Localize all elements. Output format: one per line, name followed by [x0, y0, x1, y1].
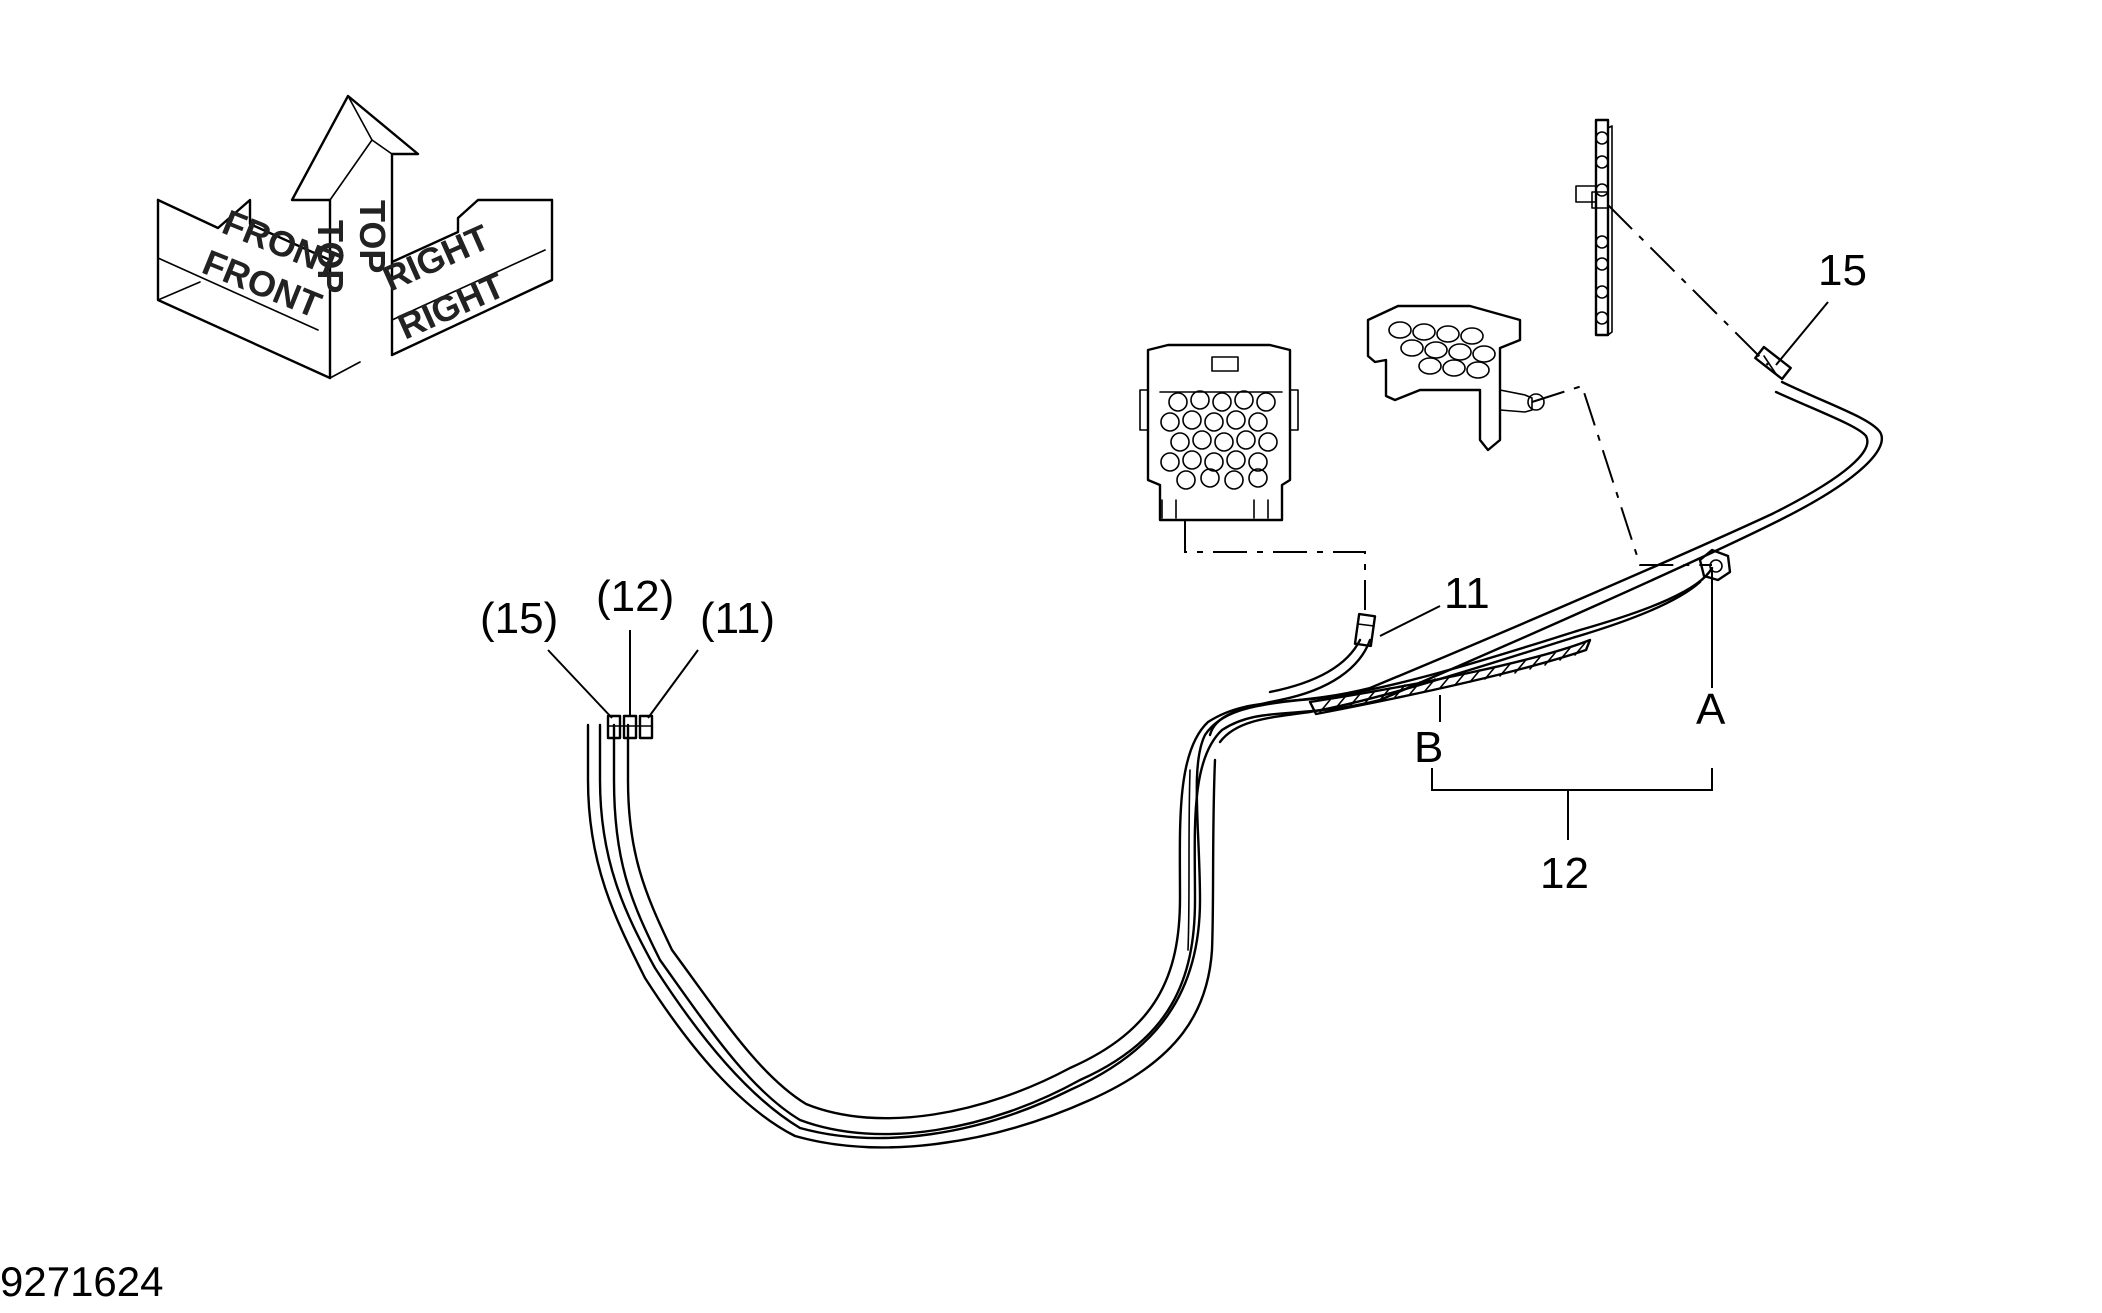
callout-15: 15	[1818, 246, 1867, 295]
control-valve-block	[1139, 343, 1299, 522]
point-a-label: A	[1696, 685, 1726, 734]
pilot-manifold	[1366, 304, 1545, 452]
leader-lines	[547, 301, 1829, 840]
point-b-label: B	[1414, 723, 1443, 772]
hose-bundle	[586, 380, 1883, 1149]
top-label-2: TOP	[352, 200, 393, 273]
callout-12: 12	[1540, 849, 1589, 898]
top-label-1: TOP	[310, 220, 351, 293]
callout-labels: 11 15 12 A B (15) (12) (11)	[480, 246, 1867, 898]
ref-12-label: (12)	[596, 572, 674, 621]
ref-15-label: (15)	[480, 594, 558, 643]
ref-11-label: (11)	[700, 594, 775, 643]
figure-number: 9271624	[0, 1258, 164, 1305]
callout-11: 11	[1444, 569, 1490, 618]
orientation-symbol: TOP TOP FRONT FRONT RIGHT RIGHT	[156, 94, 554, 380]
pressure-switch-block	[1575, 118, 1613, 337]
connection-lines	[1184, 204, 1769, 610]
hose-fittings	[606, 345, 1792, 740]
